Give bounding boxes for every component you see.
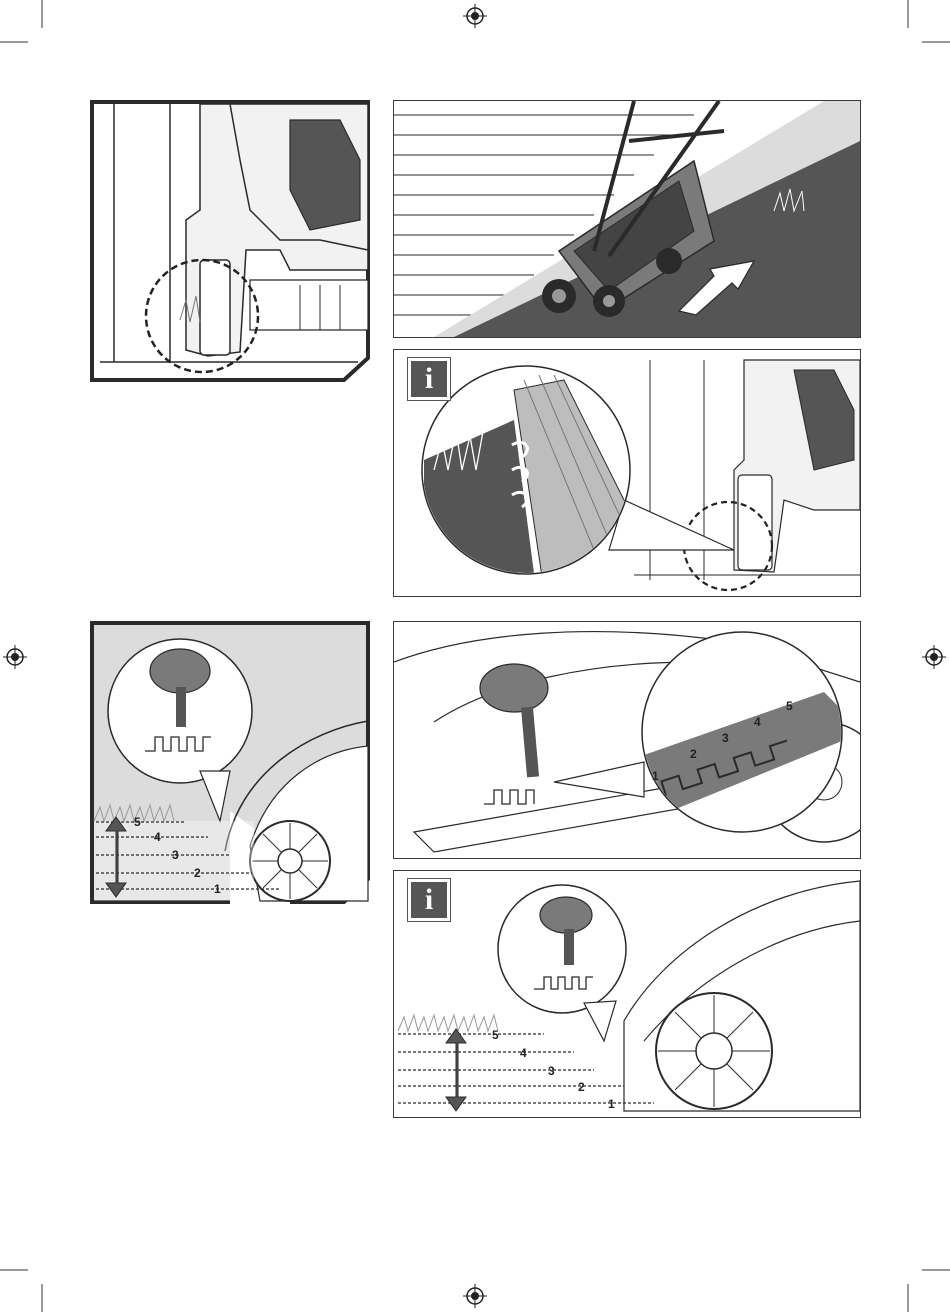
scale-label-2: 2	[194, 866, 201, 880]
slot-label-4: 4	[754, 715, 761, 729]
illustration-height-scale-info: 5 4 3 2 1	[394, 871, 860, 1117]
info-scale-label-1: 1	[608, 1097, 615, 1111]
info-badge-icon: i	[408, 358, 450, 400]
illustration-height-lever-slots: 1 2 3 4 5	[394, 622, 860, 858]
illustration-height-adjust-overview: 5 4 3 2 1	[90, 621, 370, 904]
panel-mower-along-wall	[393, 100, 861, 338]
panel-mower-wall-edge	[90, 100, 370, 382]
registration-mark-top-icon	[463, 4, 487, 28]
slot-label-5: 5	[786, 699, 793, 713]
panel-info-edge-cutting: i	[393, 349, 861, 597]
illustration-edge-closeup	[394, 350, 860, 596]
scale-label-4: 4	[154, 830, 161, 844]
registration-mark-left-icon	[3, 645, 27, 669]
illustration-mower-wall-edge	[90, 100, 370, 382]
scale-label-5: 5	[134, 815, 141, 829]
scale-label-1: 1	[214, 882, 221, 896]
info-badge-icon: i	[408, 879, 450, 921]
panel-height-adjust-overview: 5 4 3 2 1	[90, 621, 370, 904]
panel-info-height-scale: 5 4 3 2 1 i	[393, 870, 861, 1118]
registration-mark-bottom-icon	[463, 1284, 487, 1308]
scale-label-3: 3	[172, 848, 179, 862]
illustration-mower-along-wall	[394, 101, 860, 337]
info-scale-label-5: 5	[492, 1028, 499, 1042]
slot-label-3: 3	[722, 731, 729, 745]
registration-mark-right-icon	[922, 645, 946, 669]
panel-height-lever-slots: 1 2 3 4 5	[393, 621, 861, 859]
slot-label-1: 1	[652, 769, 659, 783]
slot-label-2: 2	[690, 747, 697, 761]
info-scale-label-3: 3	[548, 1064, 555, 1078]
info-scale-label-2: 2	[578, 1080, 585, 1094]
info-scale-label-4: 4	[520, 1046, 527, 1060]
